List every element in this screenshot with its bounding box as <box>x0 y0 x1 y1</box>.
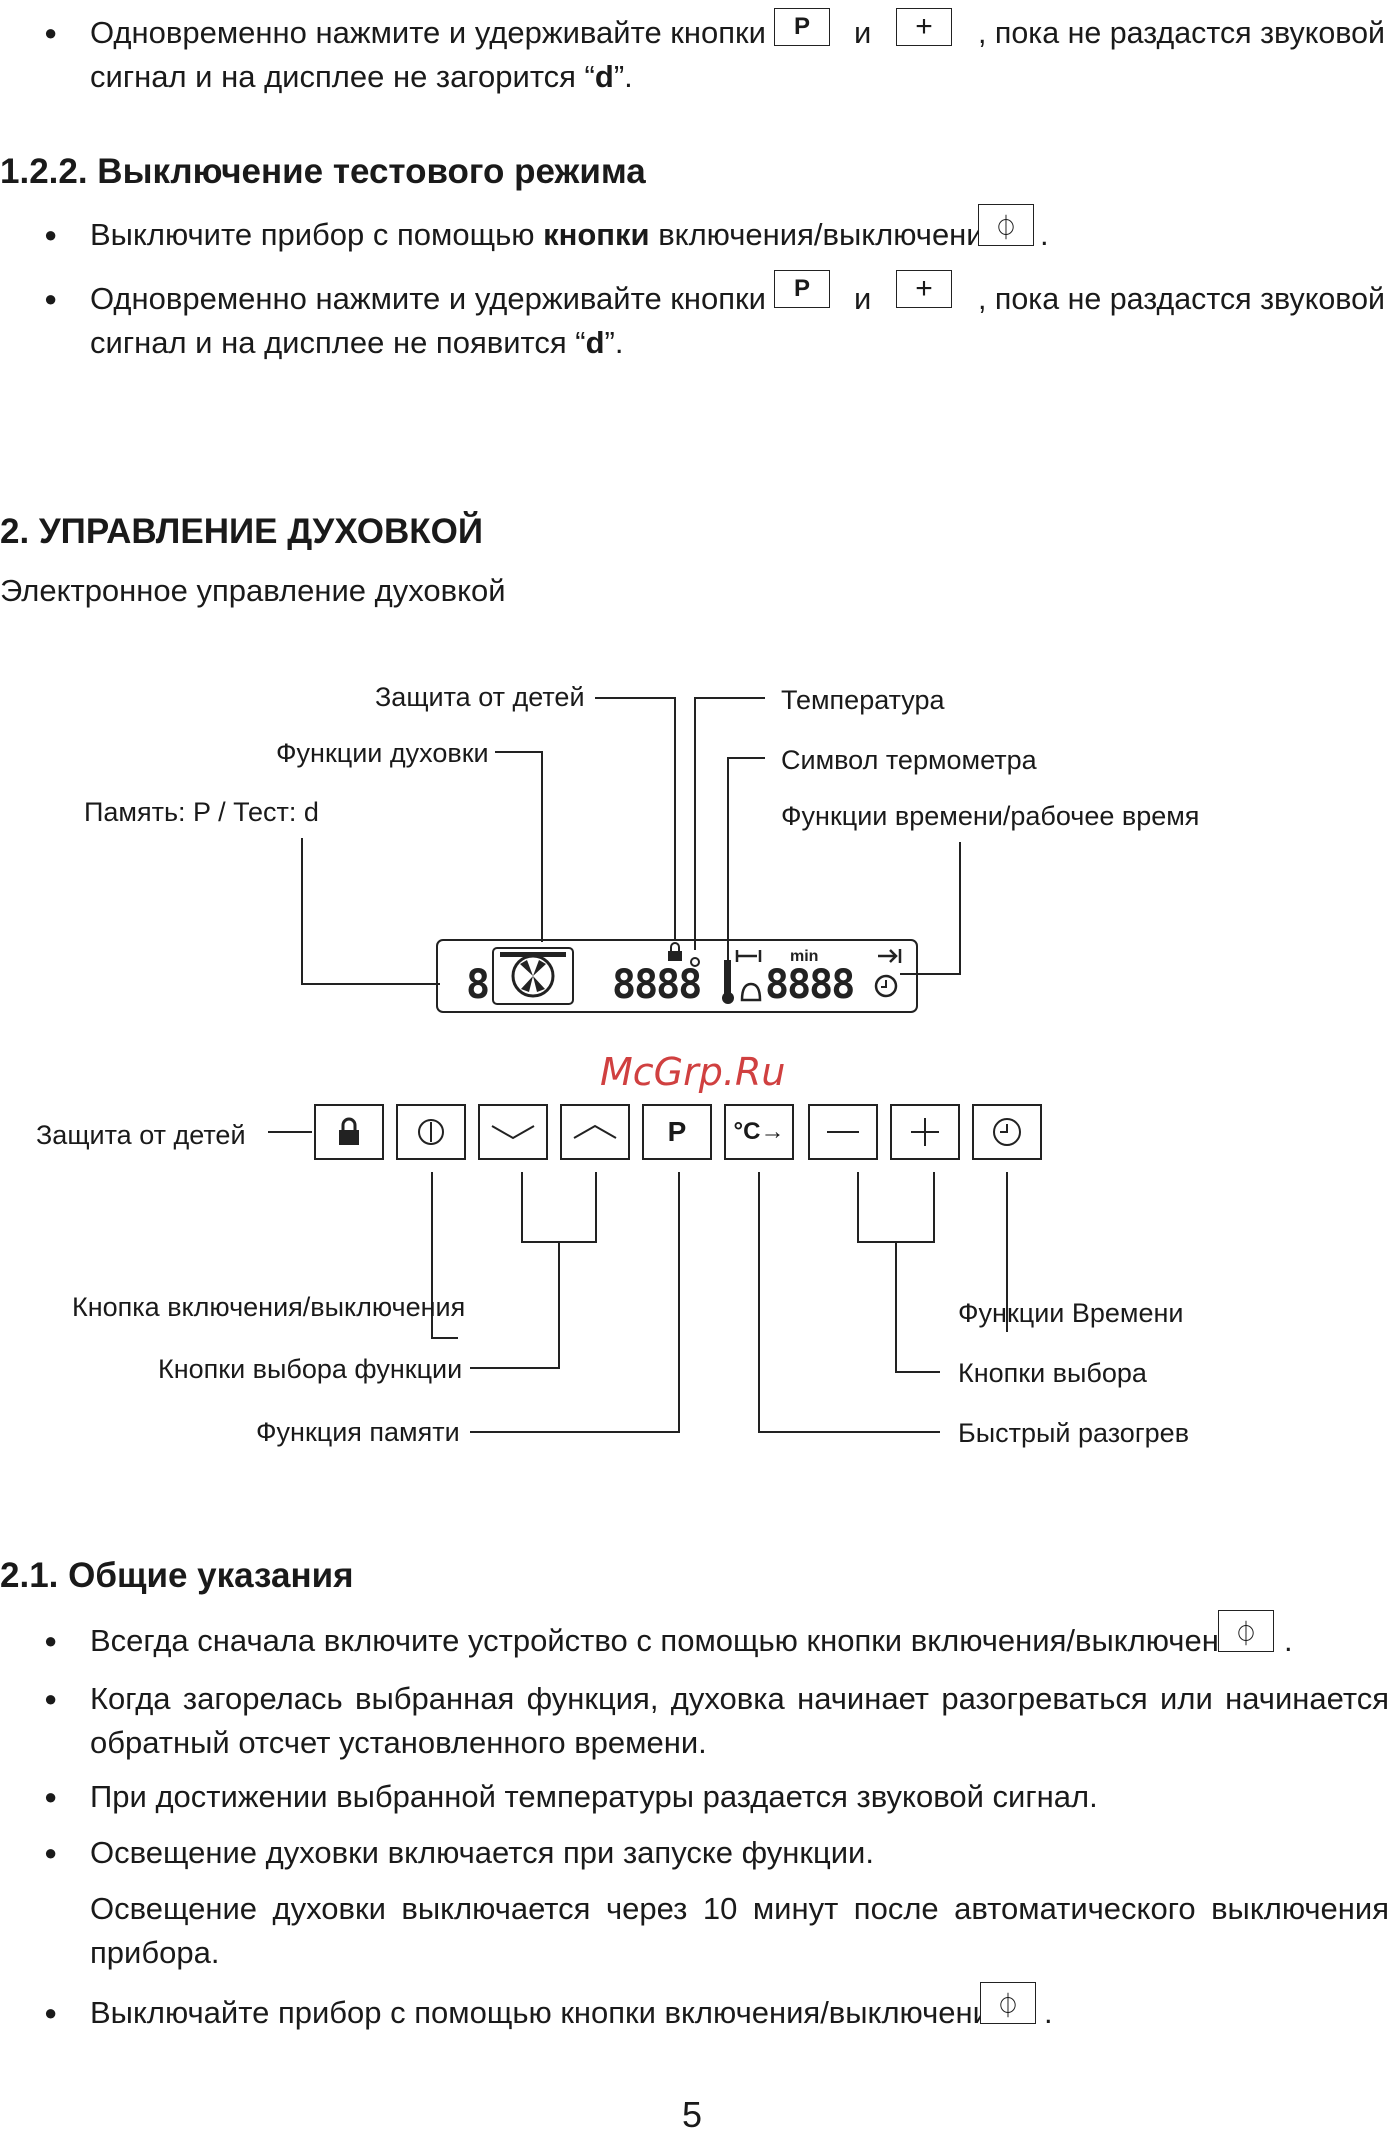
label-oven-functions: Функции духовки <box>276 738 489 768</box>
time-key <box>972 1104 1042 1160</box>
minus-key <box>808 1104 878 1160</box>
text-line: Всегда сначала включите устройство с пом… <box>90 1623 1253 1658</box>
label-power-key: Кнопка включения/выключения <box>72 1292 466 1322</box>
bullet-dot: ● <box>44 286 58 311</box>
power-key-icon: ⏀ <box>978 204 1034 246</box>
power-key <box>396 1104 466 1160</box>
plus-key-icon: + <box>896 270 952 308</box>
text-line: , пока не раздастся звуковой <box>978 281 1385 316</box>
plus-key <box>890 1104 960 1160</box>
thermometer-icon <box>722 960 734 1004</box>
text-end: . <box>1284 1623 1293 1658</box>
bullet-dot: ● <box>44 1840 58 1865</box>
text-line: Одновременно нажмите и удерживайте кнопк… <box>90 281 766 316</box>
label-time-functions: Функции времени/рабочее время <box>781 801 1200 831</box>
fast-heat-key: °C→ <box>724 1104 794 1160</box>
power-key-icon: ⏀ <box>1218 1610 1274 1652</box>
text-line: Выключайте прибор с помощью кнопки включ… <box>90 1995 1007 2030</box>
oven-fan-icon <box>500 952 566 998</box>
text-end: . <box>1040 217 1049 252</box>
bullet-dot: ● <box>44 1784 58 1809</box>
text-and: и <box>854 15 872 50</box>
watermark: McGrp.Ru <box>600 1050 786 1094</box>
text-line: прибора. <box>90 1935 220 1970</box>
text-line: Освещение духовки включается при запуске… <box>90 1835 874 1870</box>
text-line: Когда загорелась выбранная функция, духо… <box>90 1681 1389 1716</box>
lcd-temp-digits: 8888 <box>612 962 700 1008</box>
label-memory-test: Память: P / Тест: d <box>84 797 319 827</box>
section-heading: 1.2.2. Выключение тестового режима <box>0 152 646 191</box>
lcd-time-digits: 8888 <box>765 962 853 1008</box>
label-child-lock-key: Защита от детей <box>36 1120 246 1150</box>
text-and: и <box>854 281 872 316</box>
p-key-icon: P <box>774 8 830 46</box>
bullet-dot: ● <box>44 20 58 45</box>
lcd-left-digit: 8 <box>466 962 490 1008</box>
text-line: , пока не раздастся звуковой <box>978 15 1385 50</box>
label-fast-heat: Быстрый разогрев <box>958 1418 1190 1448</box>
text-line: Освещение духовки выключается через 10 м… <box>90 1891 1389 1926</box>
section-heading: 2.1. Общие указания <box>0 1556 354 1595</box>
text-line: сигнал и на дисплее не появится “d”. <box>90 325 624 360</box>
lcd-min-label: min <box>790 948 818 965</box>
bullet-dot: ● <box>44 222 58 247</box>
section-heading: 2. УПРАВЛЕНИЕ ДУХОВКОЙ <box>0 512 484 551</box>
memory-key: P <box>642 1104 712 1160</box>
text-line: сигнал и на дисплее не загорится “d”. <box>90 59 633 94</box>
label-time-key: Функции Времени <box>958 1298 1184 1328</box>
section-subtitle: Электронное управление духовкой <box>0 573 506 608</box>
power-icon <box>418 1119 444 1145</box>
bullet-dot: ● <box>44 1686 58 1711</box>
text-line: При достижении выбранной температуры раз… <box>90 1779 1098 1814</box>
label-thermometer: Символ термометра <box>781 745 1037 775</box>
text-end: . <box>1044 1995 1053 2030</box>
page-number: 5 <box>682 2094 703 2135</box>
plus-key-icon: + <box>896 8 952 46</box>
up-key <box>560 1104 630 1160</box>
clock-icon <box>874 974 898 998</box>
degree-icon <box>690 957 700 967</box>
text-line: Выключите прибор с помощью кнопки включе… <box>90 217 1001 252</box>
down-key <box>478 1104 548 1160</box>
child-lock-key <box>314 1104 384 1160</box>
end-time-icon <box>878 949 902 963</box>
bullet-dot: ● <box>44 1628 58 1653</box>
text-line: обратный отсчет установленного времени. <box>90 1725 707 1760</box>
label-child-lock: Защита от детей <box>375 682 585 712</box>
bell-icon <box>740 982 762 1002</box>
display-diagram: 8 8888 8888 min <box>301 697 961 1013</box>
chevron-down-icon <box>491 1125 535 1140</box>
text-line: Одновременно нажмите и удерживайте кнопк… <box>90 15 766 50</box>
minus-icon <box>827 1131 859 1133</box>
label-select-function: Кнопки выбора функции <box>158 1354 463 1384</box>
plus-icon <box>911 1118 939 1146</box>
label-select-keys: Кнопки выбора <box>958 1358 1147 1388</box>
power-key-icon: ⏀ <box>980 1982 1036 2024</box>
label-temperature: Температура <box>781 685 945 715</box>
duration-icon <box>735 950 762 962</box>
p-key-icon: P <box>774 270 830 308</box>
lock-icon <box>339 1117 359 1145</box>
label-memory-key: Функция памяти <box>256 1417 460 1447</box>
controls-leaders <box>268 1131 1008 1433</box>
chevron-up-icon <box>573 1124 617 1139</box>
clock-icon <box>993 1118 1021 1146</box>
bullet-dot: ● <box>44 2000 58 2025</box>
lock-icon <box>668 942 682 961</box>
